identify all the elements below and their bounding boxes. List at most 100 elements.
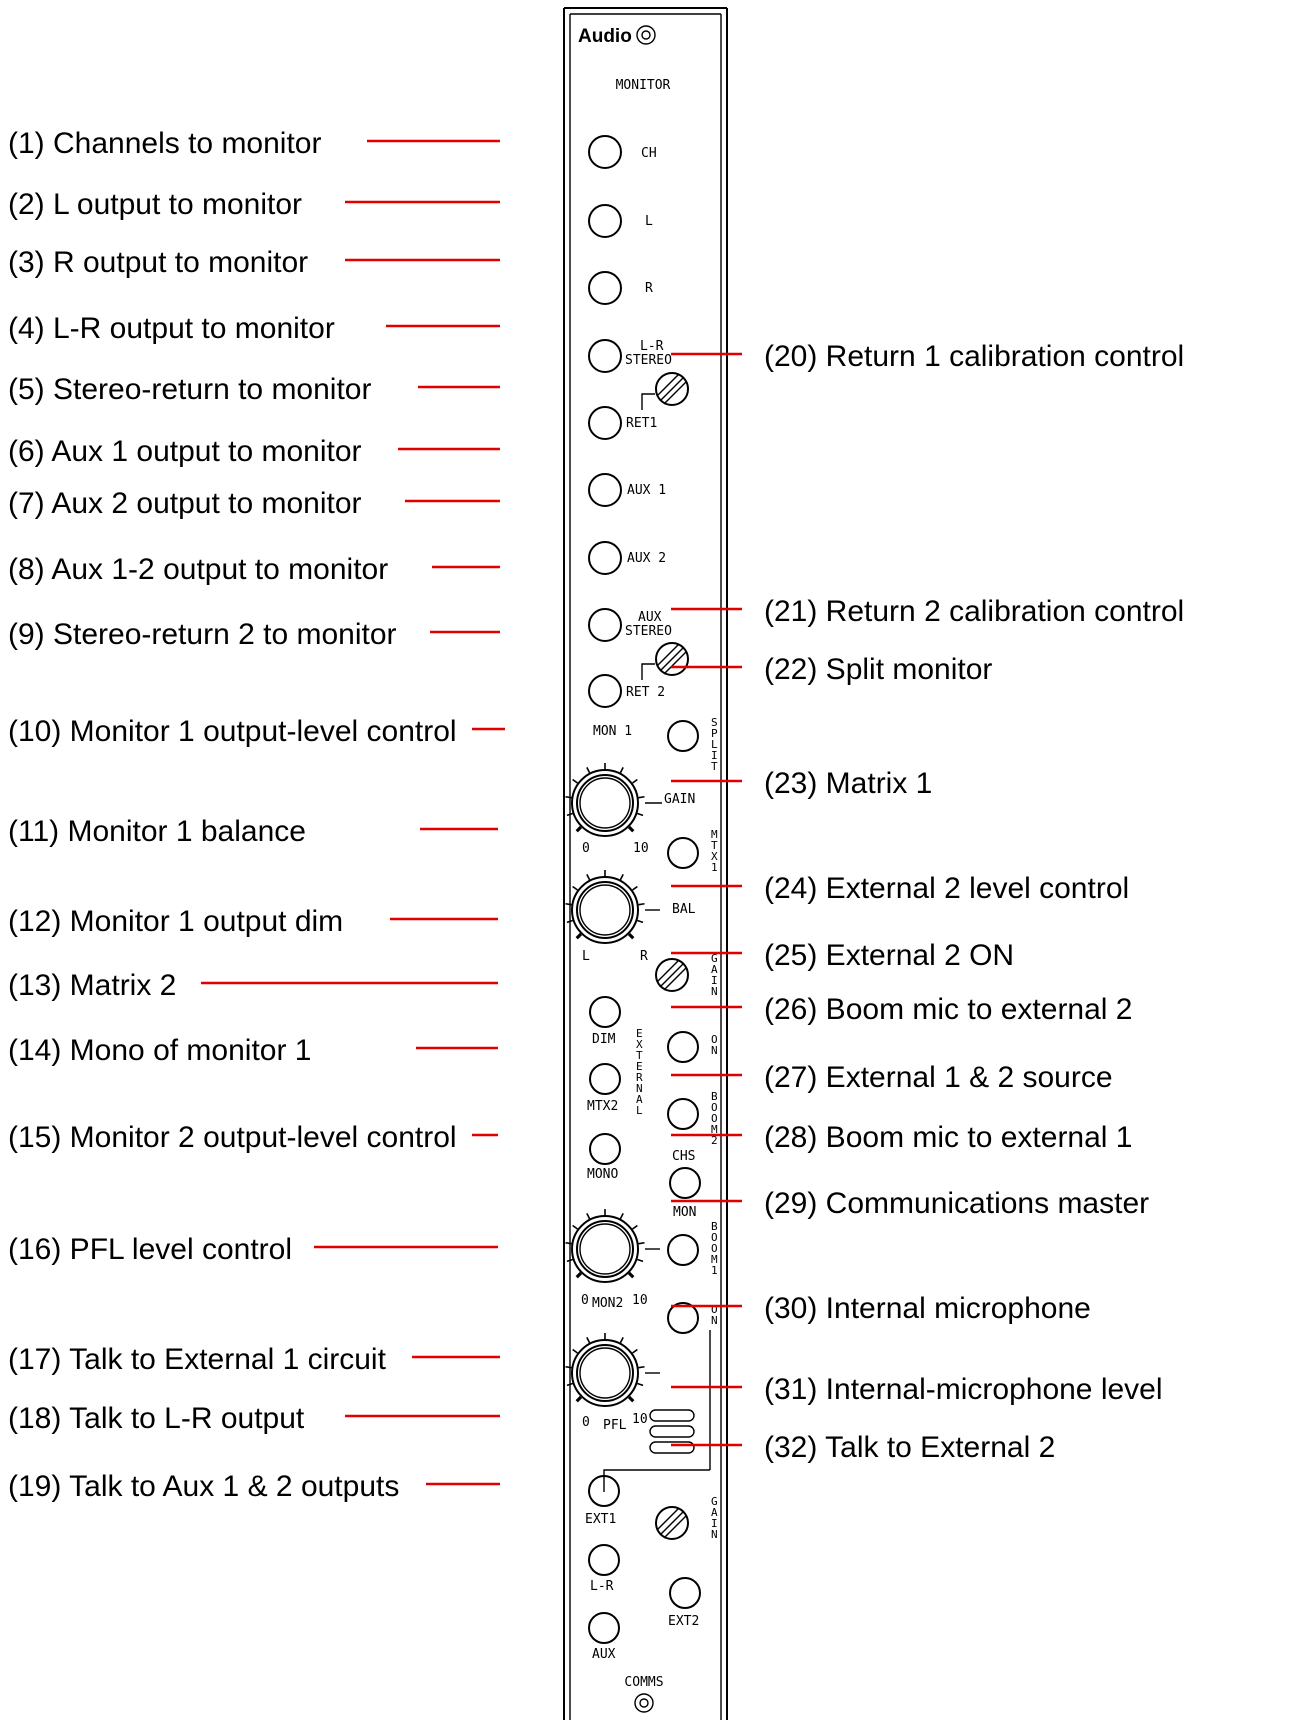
internal-mic-gain-trim[interactable] (655, 1506, 689, 1540)
aux-stereo-label-bottom: STEREO (625, 624, 672, 639)
callout-right-label: (31) Internal-microphone level (764, 1373, 1163, 1406)
pfl-level-knob[interactable] (565, 1333, 645, 1407)
chs-label: CHS (672, 1149, 695, 1164)
return2-calibration-trim[interactable] (641, 642, 689, 680)
return1-calibration-trim[interactable] (641, 372, 689, 410)
mono-button[interactable] (589, 1133, 621, 1165)
boom1-button[interactable] (667, 1234, 699, 1266)
callout-right-label: (32) Talk to External 2 (764, 1431, 1055, 1464)
comms-label: COMMS (624, 1675, 663, 1690)
split-button[interactable] (667, 720, 699, 752)
comms-on-button[interactable] (667, 1302, 699, 1334)
panel-strip (563, 7, 728, 1720)
r-button[interactable] (588, 271, 622, 305)
mtx1-button[interactable] (667, 837, 699, 869)
ret2-label: RET 2 (626, 685, 665, 700)
aux1-button[interactable] (588, 473, 622, 507)
mtx2-button[interactable] (589, 1063, 621, 1095)
callout-right-label: (23) Matrix 1 (764, 767, 932, 800)
callout-left-label: (1) Channels to monitor (8, 127, 321, 160)
callout-left-label: (4) L-R output to monitor (8, 312, 335, 345)
boom2-button[interactable] (667, 1098, 699, 1130)
aux-stereo-label-top: AUX (638, 610, 662, 625)
callout-left-label: (13) Matrix 2 (8, 969, 176, 1002)
ret2-button[interactable] (588, 674, 622, 708)
callout-right-label: (29) Communications master (764, 1187, 1149, 1220)
ret1-button[interactable] (588, 406, 622, 440)
gain-label: GAIN (664, 792, 695, 807)
l-button[interactable] (588, 204, 622, 238)
callout-left-label: (15) Monitor 2 output-level control (8, 1121, 457, 1154)
mono-label: MONO (587, 1167, 618, 1182)
aux2-button[interactable] (588, 541, 622, 575)
callout-left-label: (3) R output to monitor (8, 246, 308, 279)
aux-stereo-button[interactable] (588, 608, 622, 642)
monitor1-gain-knob[interactable] (565, 763, 645, 837)
talk-ext1-button[interactable] (588, 1475, 620, 1507)
mon2-max-label: 10 (632, 1293, 648, 1308)
monitor-select-buttons: CH L R L-R STEREO RET1 AUX 1 AUX 2 AUX S… (588, 135, 672, 708)
callout-left-label: (12) Monitor 1 output dim (8, 905, 343, 938)
bal-label: BAL (672, 902, 696, 917)
callout-left-label: (11) Monitor 1 balance (8, 815, 306, 848)
source-select-button[interactable] (669, 1167, 701, 1199)
lr-stereo-button[interactable] (588, 339, 622, 373)
aux2-label: AUX 2 (627, 551, 666, 566)
external2-gain-trim[interactable] (655, 958, 689, 992)
internal-microphone-grille (649, 1409, 695, 1454)
right-callouts: (20) Return 1 calibration control (21) Re… (671, 340, 1184, 1464)
callout-right-label: (20) Return 1 calibration control (764, 340, 1184, 373)
callout-left-label: (18) Talk to L-R output (8, 1402, 305, 1435)
monitor1-balance-knob[interactable] (565, 870, 645, 944)
callout-left-label: (6) Aux 1 output to monitor (8, 435, 362, 468)
callout-right-label: (27) External 1 & 2 source (764, 1061, 1113, 1094)
callout-left-label: (8) Aux 1-2 output to monitor (8, 553, 388, 586)
callout-left-label: (16) PFL level control (8, 1233, 292, 1266)
pfl-label: PFL (603, 1418, 627, 1433)
callout-left-label: (14) Mono of monitor 1 (8, 1034, 311, 1067)
gain-max-label: 10 (633, 841, 649, 856)
callout-left-label: (9) Stereo-return 2 to monitor (8, 618, 397, 651)
gain-min-label: 0 (582, 841, 590, 856)
ext2-on-button[interactable] (667, 1031, 699, 1063)
callout-right-label: (24) External 2 level control (764, 872, 1129, 905)
talk-aux-button[interactable] (588, 1612, 620, 1644)
comms-screw-icon (634, 1693, 654, 1713)
callout-right-label: (28) Boom mic to external 1 (764, 1121, 1132, 1154)
callout-left-label: (19) Talk to Aux 1 & 2 outputs (8, 1470, 399, 1503)
mon2-label: MON2 (592, 1296, 623, 1311)
callout-left-label: (2) L output to monitor (8, 188, 302, 221)
mon1-label: MON 1 (593, 724, 632, 739)
callout-right-label: (21) Return 2 calibration control (764, 595, 1184, 628)
talk-ext2-button[interactable] (669, 1577, 701, 1609)
callout-right-label: (25) External 2 ON (764, 939, 1014, 972)
talk-lr-button[interactable] (588, 1544, 620, 1576)
bal-r-label: R (640, 949, 648, 964)
logo-screw-icon (636, 25, 656, 45)
callout-left-label: (5) Stereo-return to monitor (8, 373, 371, 406)
lr-stereo-label-bottom: STEREO (625, 353, 672, 368)
callout-right-label: (30) Internal microphone (764, 1292, 1091, 1325)
aux1-label: AUX 1 (627, 483, 666, 498)
r-label: R (645, 281, 653, 296)
dim-button[interactable] (589, 996, 621, 1028)
talk-lr-label: L-R (590, 1579, 614, 1594)
monitor2-gain-knob[interactable] (565, 1209, 645, 1283)
l-label: L (645, 214, 653, 229)
ch-button[interactable] (588, 135, 622, 169)
brand-logo: Audio (578, 26, 632, 47)
left-callouts: (1) Channels to monitor (2) L output to m… (8, 127, 505, 1503)
callout-left-label: (10) Monitor 1 output-level control (8, 715, 457, 748)
callout-left-label: (7) Aux 2 output to monitor (8, 487, 362, 520)
callout-right-label: (26) Boom mic to external 2 (764, 993, 1132, 1026)
mon-source-label: MON (673, 1205, 696, 1220)
lr-stereo-label-top: L-R (640, 339, 664, 354)
